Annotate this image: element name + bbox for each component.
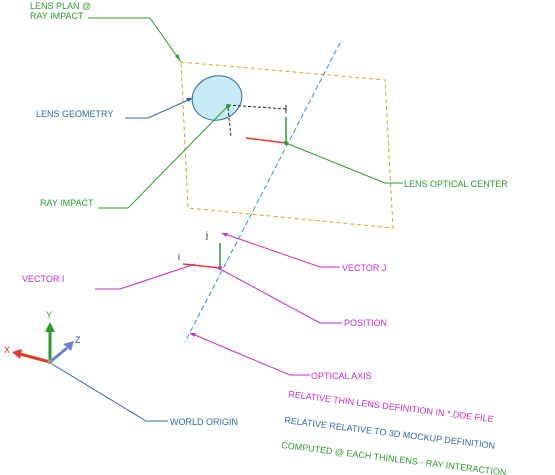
- lens-geometry-ellipse: [191, 75, 243, 121]
- world-origin-leader: [51, 363, 168, 422]
- lens-center-leader: [285, 142, 403, 184]
- world-z-arrow: [63, 341, 74, 351]
- world-x-arrow: [12, 349, 22, 359]
- position-point: [218, 266, 222, 270]
- lens-optical-center-label: LENS OPTICAL CENTER: [404, 179, 508, 189]
- ray-impact-leader: [98, 105, 229, 209]
- axis-x-label: X: [4, 345, 10, 355]
- axis-i-label: i: [178, 252, 180, 262]
- world-origin-point: [47, 359, 53, 365]
- vector-i-label: VECTOR I: [22, 274, 64, 284]
- world-z-axis: [49, 346, 68, 364]
- lens-center-i-axis: [245, 137, 287, 144]
- vector-i-axis: [182, 263, 221, 269]
- axis-z-label: Z: [75, 335, 81, 345]
- vector-j-arrow: [222, 233, 228, 237]
- optical-axis-label: OPTICAL AXIS: [311, 371, 372, 381]
- axis-j-label: j: [205, 230, 208, 240]
- position-label: POSITION: [344, 318, 387, 328]
- world-origin-label: WORLD ORIGIN: [170, 417, 238, 427]
- optical-axis-leader: [189, 332, 310, 376]
- vector-j-label: VECTOR J: [342, 263, 386, 273]
- lens-geometry-arrow: [186, 98, 193, 102]
- lens-plan-label-1: LENS PLAN @: [30, 1, 91, 11]
- position-leader: [221, 269, 342, 324]
- ray-impact-label: RAY IMPACT: [40, 198, 94, 208]
- lens-plan-label-2: RAY IMPACT: [30, 11, 84, 21]
- world-y-arrow: [45, 322, 55, 332]
- lens-geometry-label: LENS GEOMETRY: [36, 109, 113, 119]
- vector-j-leader: [221, 232, 340, 268]
- lens-plan-arrow: [175, 54, 181, 62]
- vector-i-leader: [95, 263, 196, 290]
- lens-plan-leader: [88, 17, 182, 63]
- optical-axis-arrow: [190, 333, 196, 337]
- optical-axis-line: [184, 42, 341, 343]
- axis-y-label: Y: [46, 310, 52, 320]
- world-x-axis: [19, 352, 51, 364]
- color-legend: RELATIVE THIN LENS DEFINITION IN *.DOE F…: [281, 389, 507, 475]
- lens-geometry-leader: [125, 97, 194, 119]
- lens-plane: [180, 61, 394, 229]
